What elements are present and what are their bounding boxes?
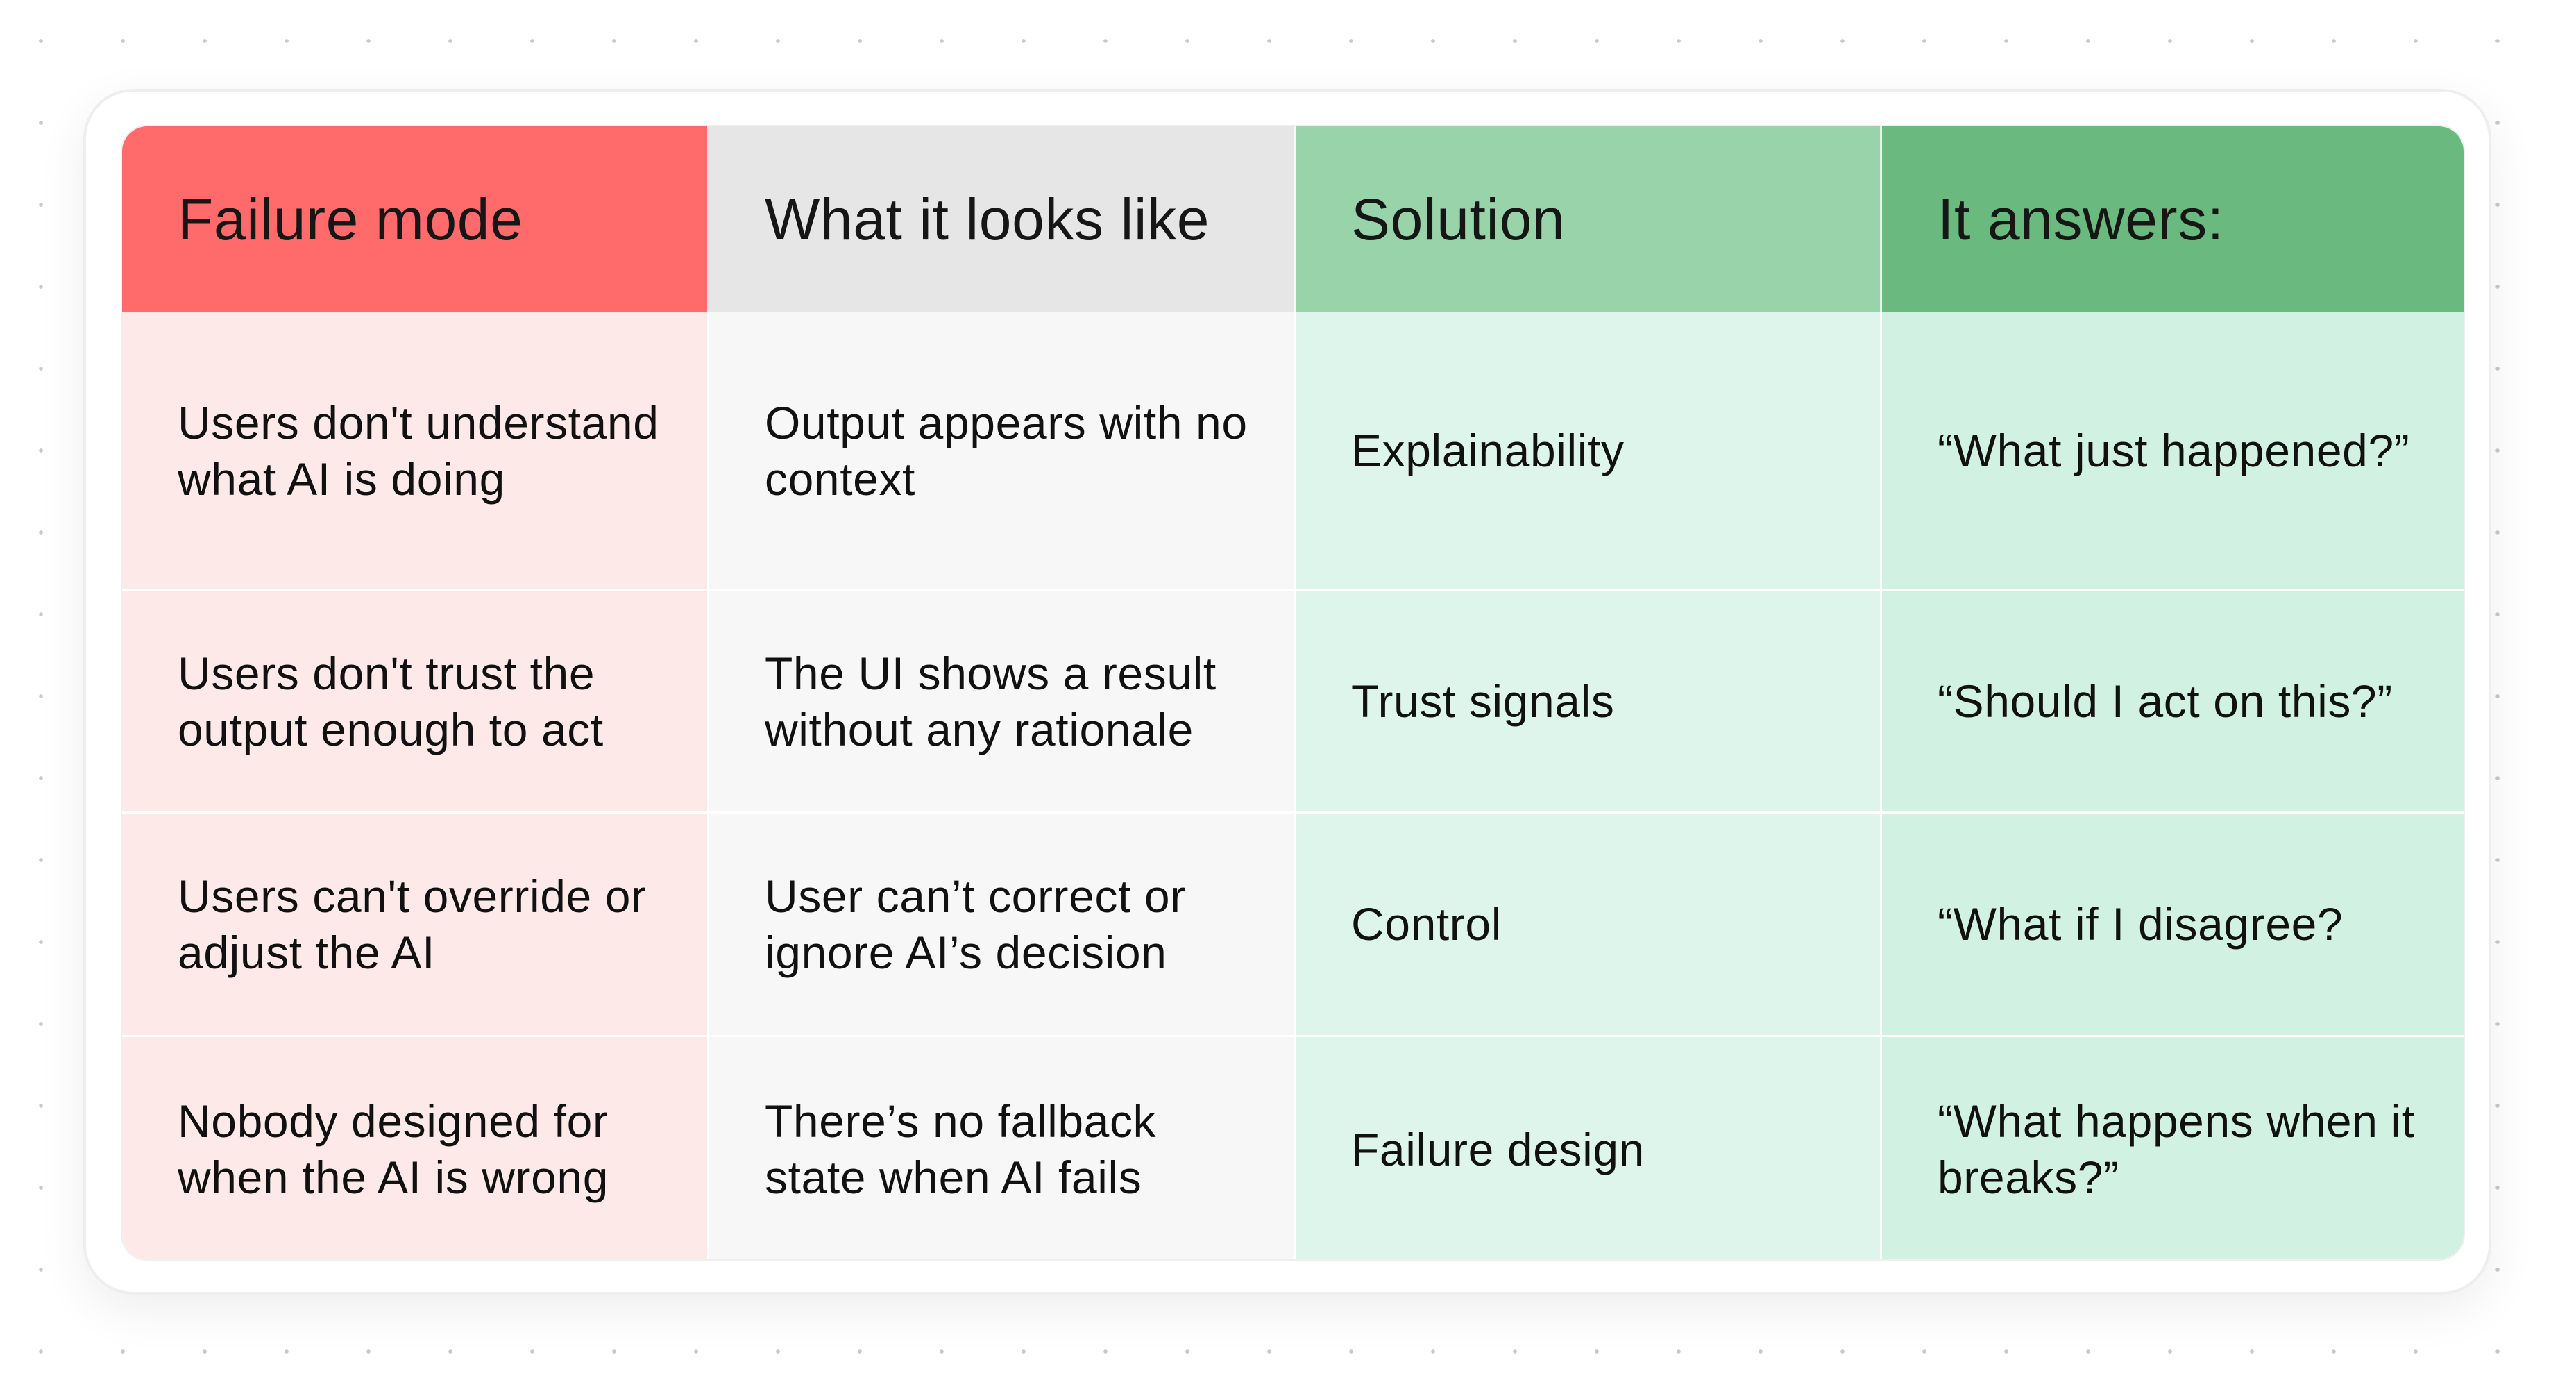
- cell-it-answers: “Should I act on this?”: [1882, 591, 2464, 814]
- header-it-answers: It answers:: [1882, 126, 2464, 312]
- cell-failure-mode: Users don't understand what AI is doing: [122, 312, 709, 591]
- cell-what-it-looks-like: Output appears with no context: [709, 312, 1296, 591]
- cell-what-it-looks-like: User can’t correct or ignore AI’s decisi…: [709, 814, 1296, 1037]
- header-failure-mode: Failure mode: [122, 126, 709, 312]
- cell-failure-mode: Users can't override or adjust the AI: [122, 814, 709, 1037]
- cell-solution: Failure design: [1296, 1037, 1882, 1259]
- header-solution: Solution: [1296, 126, 1882, 312]
- cell-solution: Control: [1296, 814, 1882, 1037]
- header-what-it-looks-like: What it looks like: [709, 126, 1296, 312]
- cell-failure-mode: Users don't trust the output enough to a…: [122, 591, 709, 814]
- cell-solution: Trust signals: [1296, 591, 1882, 814]
- cell-what-it-looks-like: The UI shows a result without any ration…: [709, 591, 1296, 814]
- cell-what-it-looks-like: There’s no fallback state when AI fails: [709, 1037, 1296, 1259]
- cell-it-answers: “What happens when it breaks?”: [1882, 1037, 2464, 1259]
- cell-failure-mode: Nobody designed for when the AI is wrong: [122, 1037, 709, 1259]
- cell-it-answers: “What if I disagree?: [1882, 814, 2464, 1037]
- comparison-table: Failure mode What it looks like Solution…: [121, 125, 2465, 1261]
- cell-solution: Explainability: [1296, 312, 1882, 591]
- cell-it-answers: “What just happened?”: [1882, 312, 2464, 591]
